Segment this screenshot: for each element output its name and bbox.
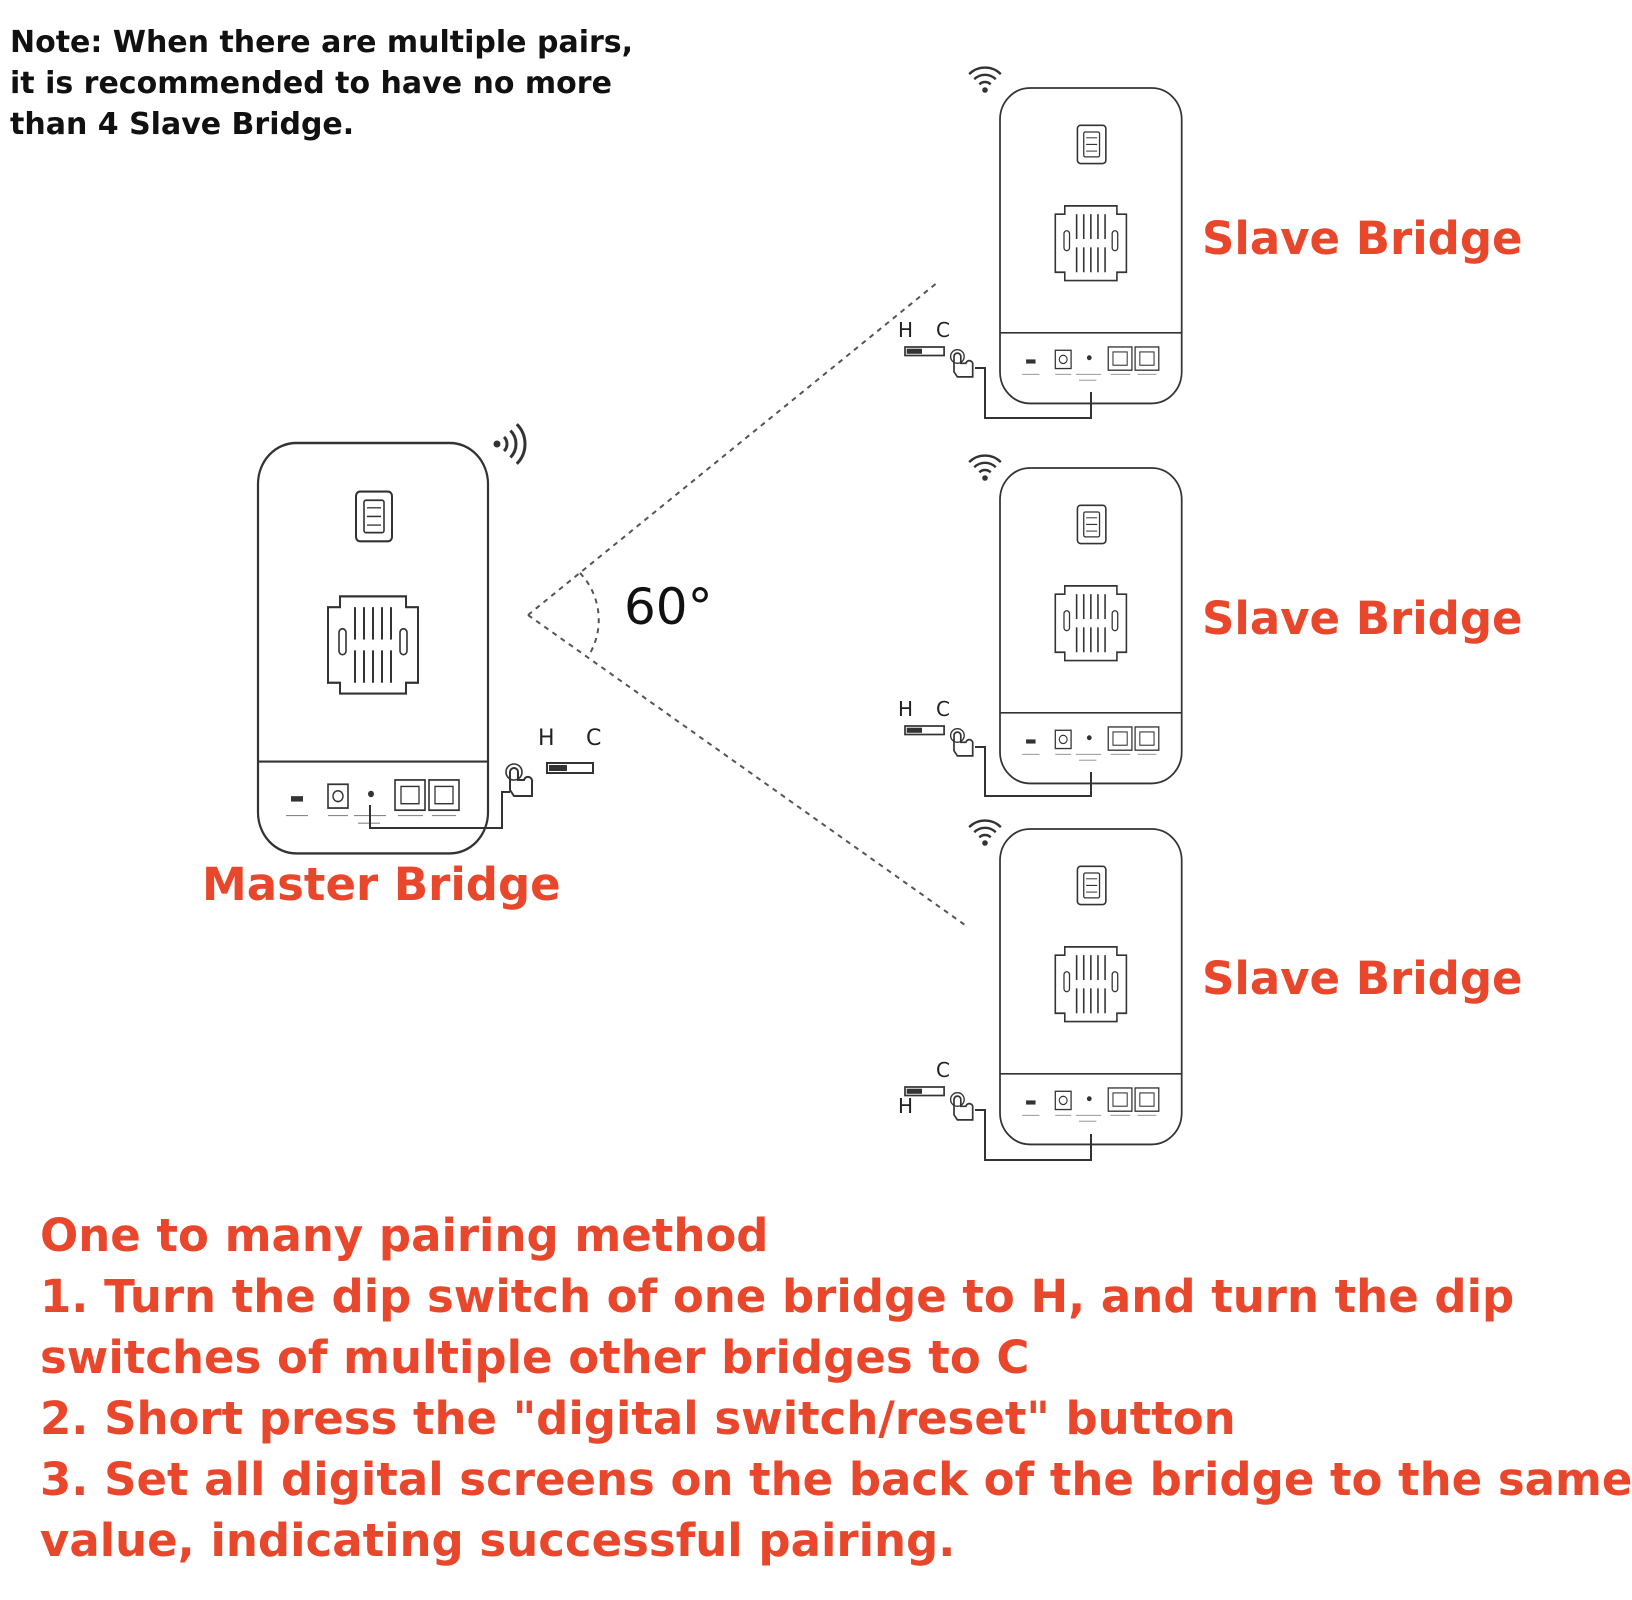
connector-line xyxy=(975,367,1092,419)
slave-bridge-2 xyxy=(999,467,1183,785)
switch-label-h: H xyxy=(898,1094,914,1118)
slave-bridge-label: Slave Bridge xyxy=(1202,212,1523,265)
switch-label-h: H xyxy=(898,697,914,721)
hand-press-icon xyxy=(949,1091,974,1121)
switch-label-c: C xyxy=(936,1058,950,1082)
angle-line-upper xyxy=(527,281,939,616)
master-bridge xyxy=(256,441,490,855)
slave-bridge-1 xyxy=(999,87,1183,405)
connector-line xyxy=(975,746,1092,797)
note-line: Note: When there are multiple pairs, xyxy=(10,25,634,60)
slave-bridge-label: Slave Bridge xyxy=(1202,592,1523,645)
instructions: One to many pairing method 1. Turn the d… xyxy=(40,1205,1632,1571)
dip-switch-icon xyxy=(546,762,594,774)
note-line: it is recommended to have no more xyxy=(10,66,612,101)
wifi-icon xyxy=(965,810,1005,849)
connector-line xyxy=(369,791,510,829)
switch-label-h: H xyxy=(898,318,914,342)
switch-label-c: C xyxy=(586,726,602,751)
dip-switch-icon xyxy=(904,346,945,357)
instruction-step: value, indicating successful pairing. xyxy=(40,1514,956,1567)
slave-bridge-label: Slave Bridge xyxy=(1202,952,1523,1005)
angle-label: 60° xyxy=(624,578,713,636)
connector-line xyxy=(975,1109,1092,1161)
instructions-title: One to many pairing method xyxy=(40,1209,769,1262)
instruction-step: 2. Short press the "digital switch/reset… xyxy=(40,1392,1236,1445)
wifi-icon xyxy=(490,420,539,468)
master-bridge-label: Master Bridge xyxy=(202,858,561,911)
instruction-step: switches of multiple other bridges to C xyxy=(40,1331,1030,1384)
instruction-step: 3. Set all digital screens on the back o… xyxy=(40,1453,1632,1506)
note-text: Note: When there are multiple pairs, it … xyxy=(10,22,634,145)
angle-arc xyxy=(579,572,600,656)
switch-label-h: H xyxy=(538,726,555,751)
wifi-icon xyxy=(965,445,1005,484)
instruction-step: 1. Turn the dip switch of one bridge to … xyxy=(40,1270,1515,1323)
switch-label-c: C xyxy=(936,318,950,342)
hand-press-icon xyxy=(949,727,974,757)
dip-switch-icon xyxy=(904,725,945,736)
switch-label-c: C xyxy=(936,697,950,721)
note-line: than 4 Slave Bridge. xyxy=(10,107,355,142)
hand-press-icon xyxy=(949,348,974,378)
slave-bridge-3 xyxy=(999,828,1183,1146)
wifi-icon xyxy=(965,57,1005,96)
